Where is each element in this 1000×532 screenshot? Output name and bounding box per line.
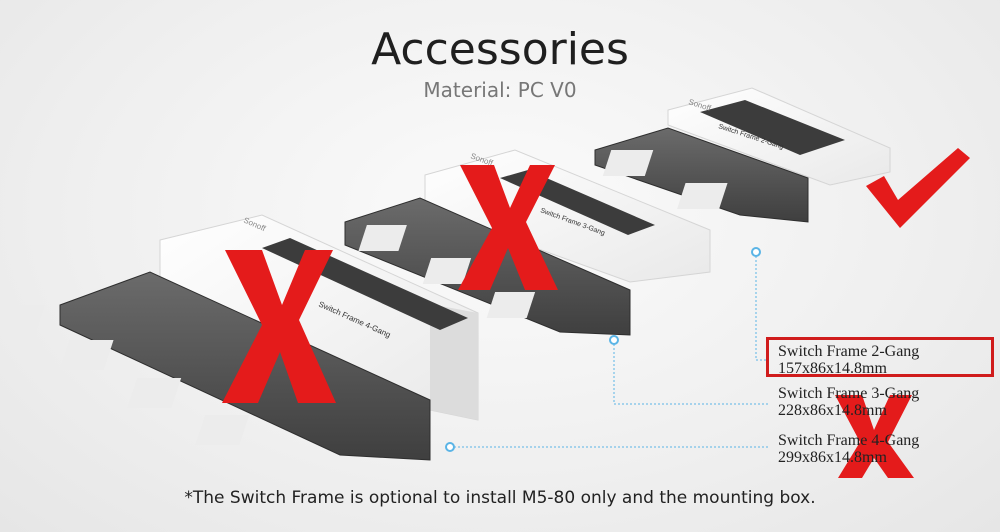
label-three-gang: Switch Frame 3-Gang 228x86x14.8mm: [778, 385, 919, 419]
four-gang-frame-openings: [0, 305, 250, 445]
label-three-gang-dimensions: 228x86x14.8mm: [778, 402, 887, 419]
three-gang-frame-openings: [358, 225, 536, 318]
material-subtitle: Material: PC V0: [423, 78, 577, 102]
label-two-gang-dimensions: 157x86x14.8mm: [778, 360, 887, 377]
two-gang-frame-openings: [602, 150, 728, 209]
x-mark-three-gang: [458, 165, 558, 290]
leader-line-two-gang: [755, 252, 766, 361]
two-gang-set: Sonoff Switch Frame 2-Gang: [594, 87, 891, 223]
leader-dot-two-gang: [751, 247, 761, 257]
label-four-gang: Switch Frame 4-Gang 299x86x14.8mm: [778, 432, 919, 466]
x-mark-four-gang: [222, 250, 336, 403]
check-mark-icon: [866, 148, 970, 228]
label-three-gang-name: Switch Frame 3-Gang: [778, 385, 920, 402]
label-four-gang-dimensions: 299x86x14.8mm: [778, 449, 887, 466]
leader-dots: [445, 247, 761, 452]
footnote: *The Switch Frame is optional to install…: [184, 488, 816, 508]
label-two-gang: Switch Frame 2-Gang 157x86x14.8mm: [778, 343, 919, 377]
label-two-gang-name: Switch Frame 2-Gang: [778, 343, 920, 360]
two-gang-box-window: [700, 100, 845, 155]
four-gang-box-side: [430, 304, 478, 420]
leader-lines: [450, 252, 770, 448]
leader-dot-four-gang: [445, 442, 455, 452]
x-mark-labels: [835, 395, 914, 478]
leader-dot-three-gang: [609, 335, 619, 345]
leader-line-three-gang: [613, 340, 770, 405]
page-title: Accessories: [371, 24, 629, 75]
selected-highlight-box: [766, 337, 994, 377]
label-four-gang-name: Switch Frame 4-Gang: [778, 432, 920, 449]
reject-marks: [222, 165, 914, 478]
